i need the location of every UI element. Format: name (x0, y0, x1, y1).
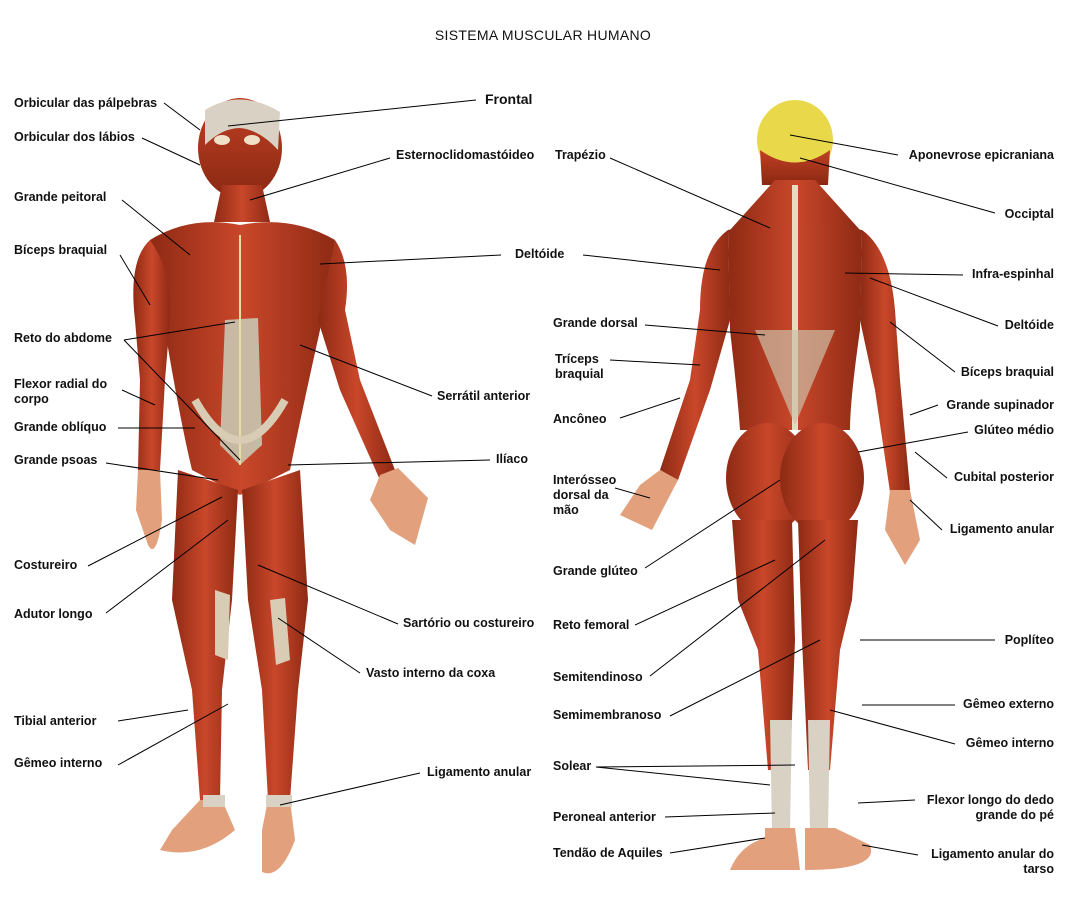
back-figure (620, 100, 920, 870)
label-grande-peitoral: Grande peitoral (14, 190, 107, 204)
label-deltoide-back: Deltóide (1004, 318, 1054, 332)
label-biceps-braquial-front: Bíceps braquial (14, 243, 108, 257)
label-adutor-longo: Adutor longo (14, 607, 93, 621)
label-tendao-aquiles: Tendão de Aquiles (553, 846, 663, 860)
label-serratil-anterior: Serrátil anterior (437, 389, 531, 403)
label-trapezio: Trapézio (555, 148, 606, 162)
label-frontal: Frontal (485, 91, 533, 107)
label-gemeo-interno-front: Gêmeo interno (14, 756, 103, 770)
label-gemeo-externo: Gêmeo externo (962, 697, 1054, 711)
label-triceps-braquial: Tríceps braquial (555, 352, 604, 381)
label-aponevrose: Aponevrose epicraniana (908, 148, 1054, 162)
label-cubital-posterior: Cubital posterior (953, 470, 1054, 484)
label-interosseo: Interósseo dorsal da mão (553, 473, 617, 517)
label-grande-psoas: Grande psoas (14, 453, 98, 467)
label-tibial-anterior: Tibial anterior (14, 714, 97, 728)
label-orbicular-labios: Orbicular dos lábios (14, 130, 135, 144)
label-peroneal-anterior: Peroneal anterior (553, 810, 656, 824)
label-sartorio: Sartório ou costureiro (403, 616, 535, 630)
label-orbicular-palpebras: Orbicular das pálpebras (14, 96, 158, 110)
label-iliaco: Ilíaco (496, 452, 528, 466)
label-reto-femoral: Reto femoral (553, 618, 630, 632)
label-vasto-interno: Vasto interno da coxa (366, 666, 496, 680)
leader-lines (87, 99, 999, 856)
label-infra-espinhal: Infra-espinhal (972, 267, 1054, 281)
page-title: SISTEMA MUSCULAR HUMANO (434, 27, 652, 43)
label-reto-abdome: Reto do abdome (14, 331, 112, 345)
label-biceps-braquial-back: Bíceps braquial (960, 365, 1054, 379)
label-costureiro: Costureiro (14, 558, 78, 572)
label-flexor-radial: Flexor radial do corpo (14, 377, 108, 406)
label-anconeo: Ancôneo (553, 412, 607, 426)
label-semimembranoso: Semimembranoso (553, 708, 662, 722)
front-figure (133, 98, 428, 874)
label-ligamento-anular-tarso: Ligamento anular do tarso (931, 847, 1054, 876)
label-solear: Solear (553, 759, 592, 773)
label-gemeo-interno-back: Gêmeo interno (965, 736, 1054, 750)
label-popliteo: Poplíteo (1004, 633, 1054, 647)
label-ligamento-anular-back: Ligamento anular (949, 522, 1054, 536)
label-grande-obliquo: Grande oblíquo (14, 420, 107, 434)
label-gluteo-medio: Glúteo médio (974, 423, 1054, 437)
label-ligamento-anular-front: Ligamento anular (427, 765, 532, 779)
label-occiptal: Occiptal (1004, 207, 1054, 221)
label-esternocleidomastoideo: Esternoclidomastóideo (396, 148, 535, 162)
label-semitendinoso: Semitendinoso (553, 670, 643, 684)
label-grande-gluteo: Grande glúteo (553, 564, 638, 578)
label-deltoide-front: Deltóide (515, 247, 565, 261)
label-flexor-longo: Flexor longo do dedo grande do pé (926, 793, 1054, 822)
label-grande-supinador: Grande supinador (946, 398, 1054, 412)
label-grande-dorsal: Grande dorsal (553, 316, 638, 330)
